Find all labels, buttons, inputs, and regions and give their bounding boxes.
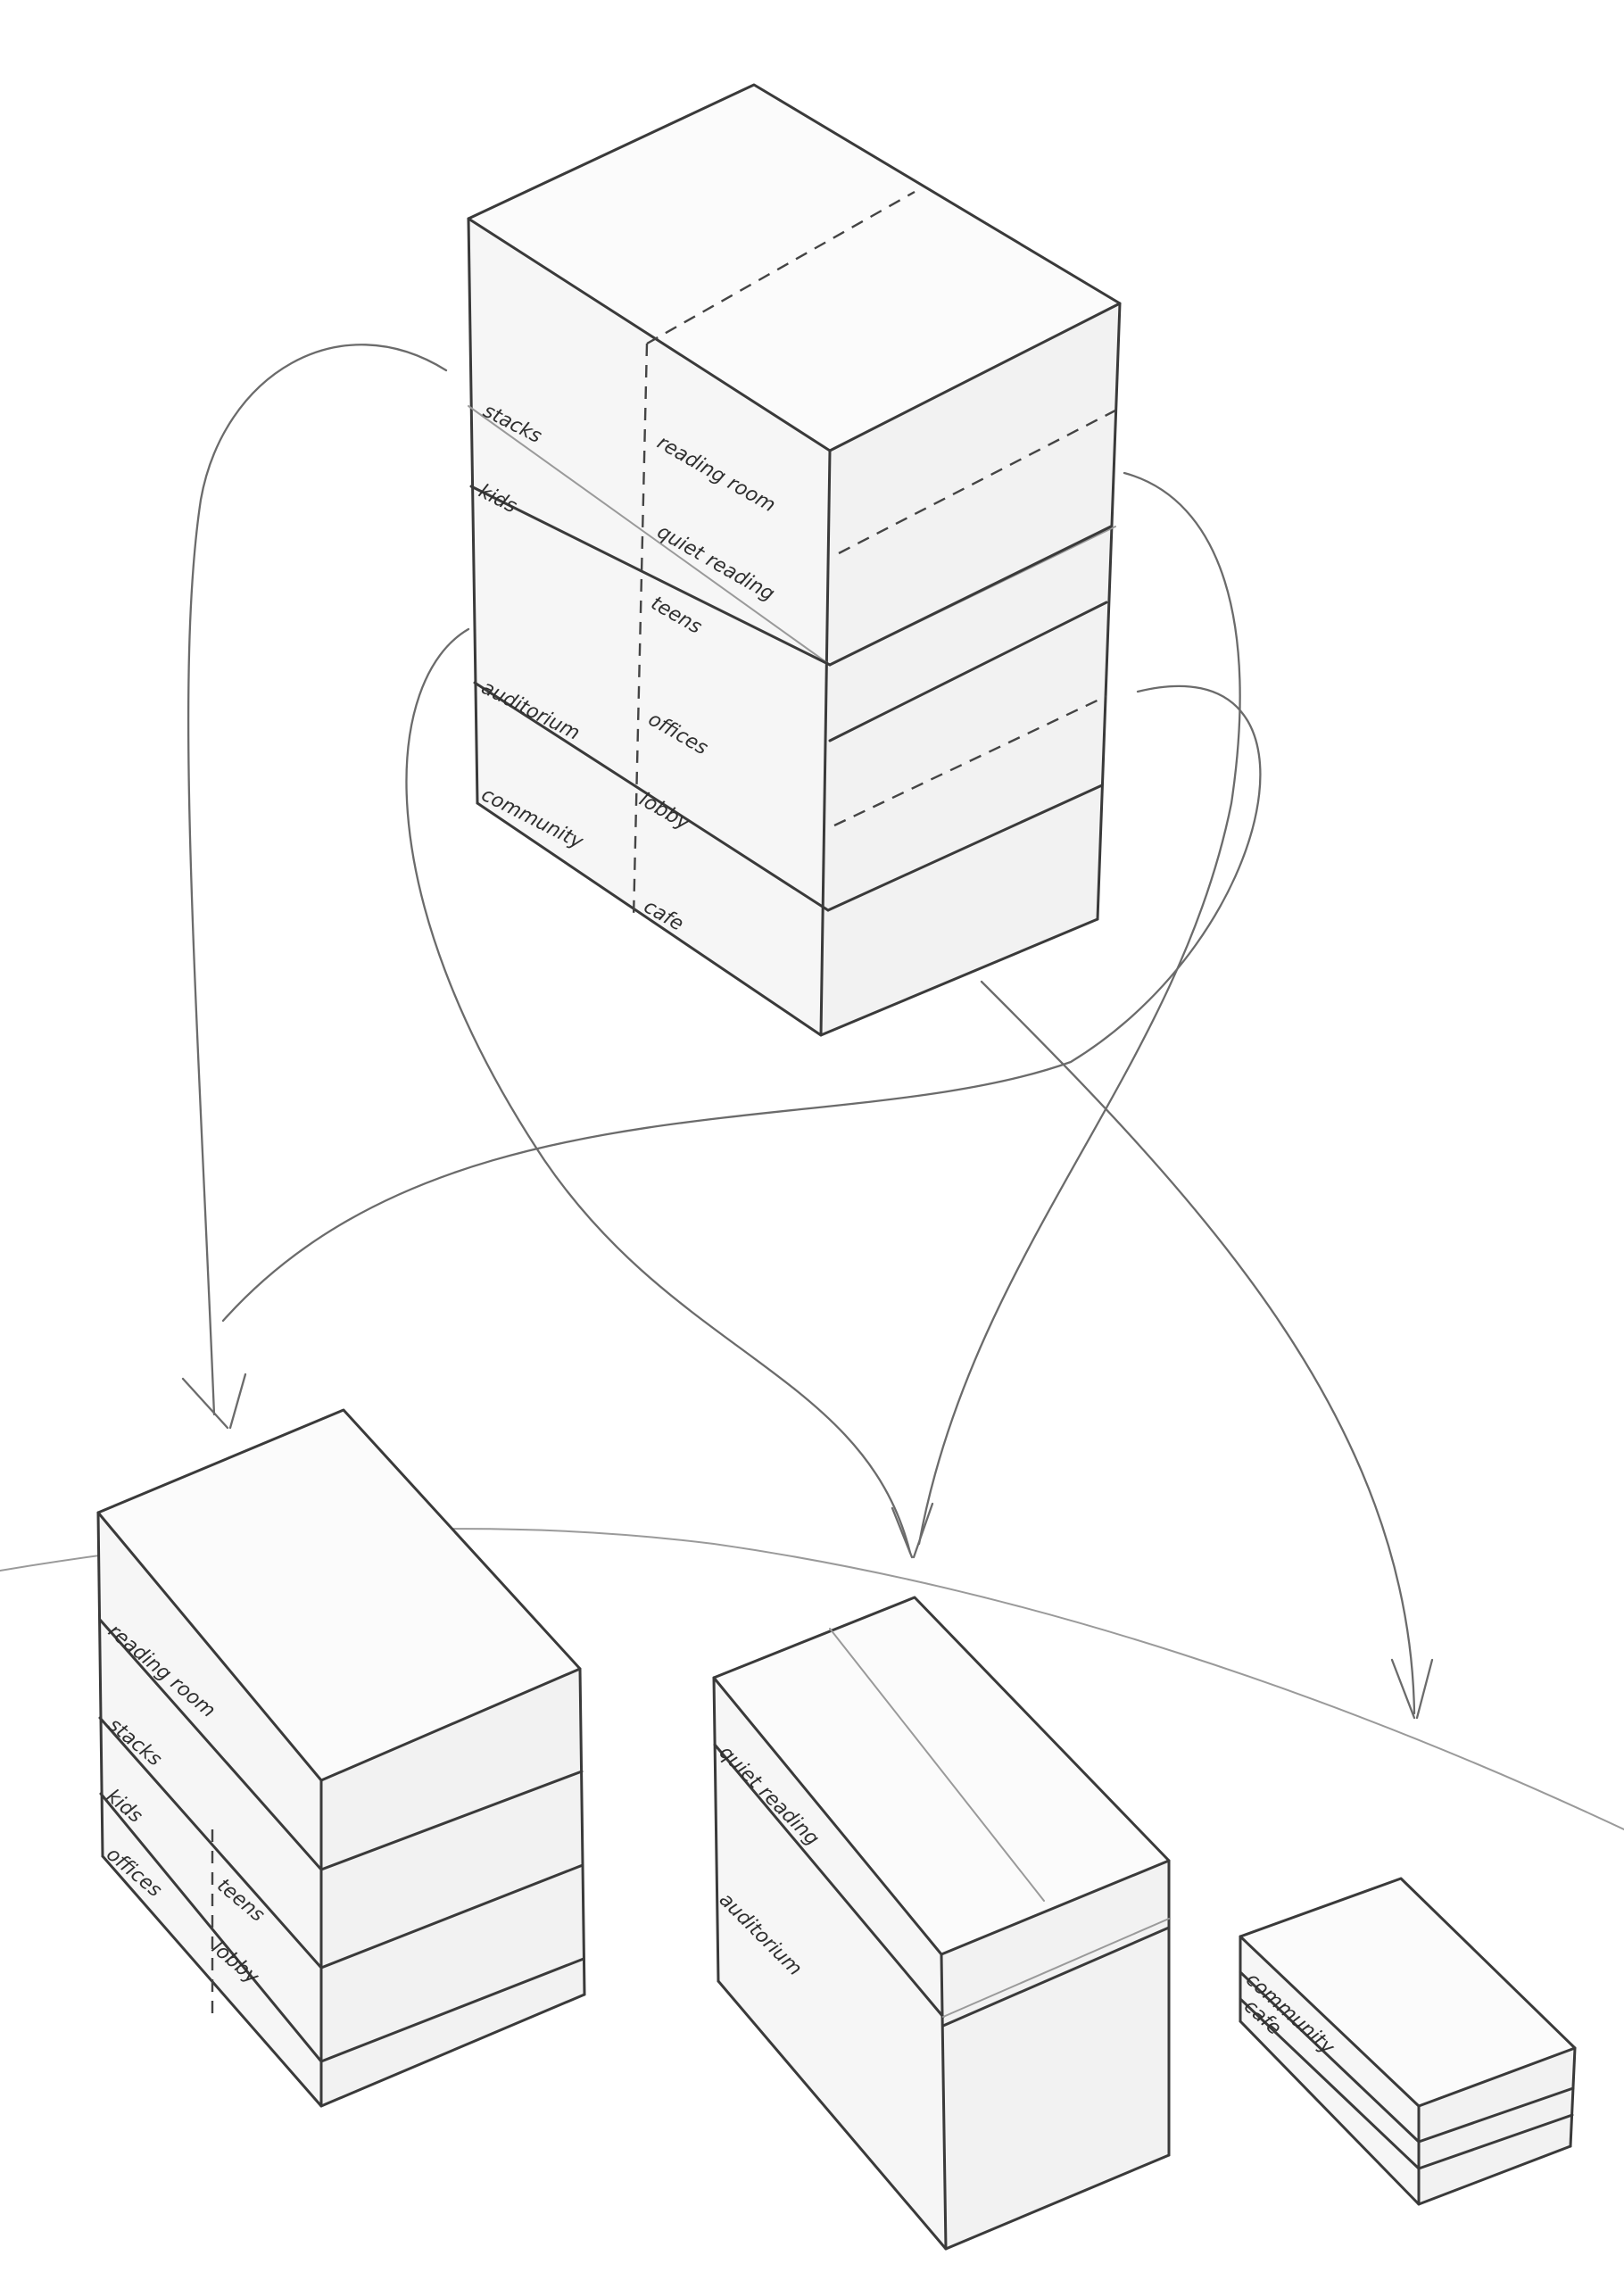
block-large: reading room stacks kids offices teens l… xyxy=(98,1410,584,2106)
arrow-head-medium-right xyxy=(914,1504,932,1557)
arrow-to-small-block xyxy=(982,982,1414,1713)
arrow-head-large-left xyxy=(183,1379,228,1428)
block-medium: quiet reading auditorium xyxy=(714,1597,1169,2249)
arrow-head-large-right xyxy=(230,1374,245,1428)
arrow-head-medium-left xyxy=(892,1508,912,1557)
arrow-head-small-right xyxy=(1417,1660,1432,1718)
block-small: community cafe xyxy=(1239,1878,1575,2204)
source-tower: stacks kids auditorium community reading… xyxy=(468,85,1120,1035)
arrow-to-large-block xyxy=(188,344,446,1414)
